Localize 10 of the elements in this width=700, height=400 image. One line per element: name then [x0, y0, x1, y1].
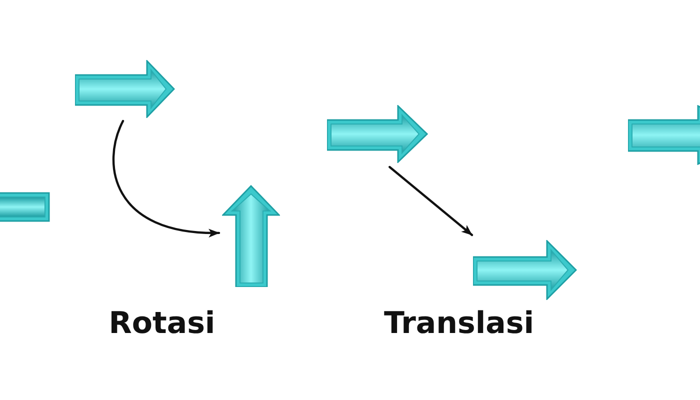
bar-shape: [0, 192, 50, 222]
block-arrow: [327, 105, 428, 163]
arrow: [388, 166, 474, 236]
caption-text: Rotasi: [108, 306, 216, 342]
curved-arrow: [112, 120, 220, 237]
block-arrow: [222, 185, 280, 287]
block-arrow: [473, 240, 577, 300]
block-arrow: [628, 105, 700, 165]
caption-text: Translasi: [384, 306, 534, 342]
block-arrow: [75, 60, 175, 118]
